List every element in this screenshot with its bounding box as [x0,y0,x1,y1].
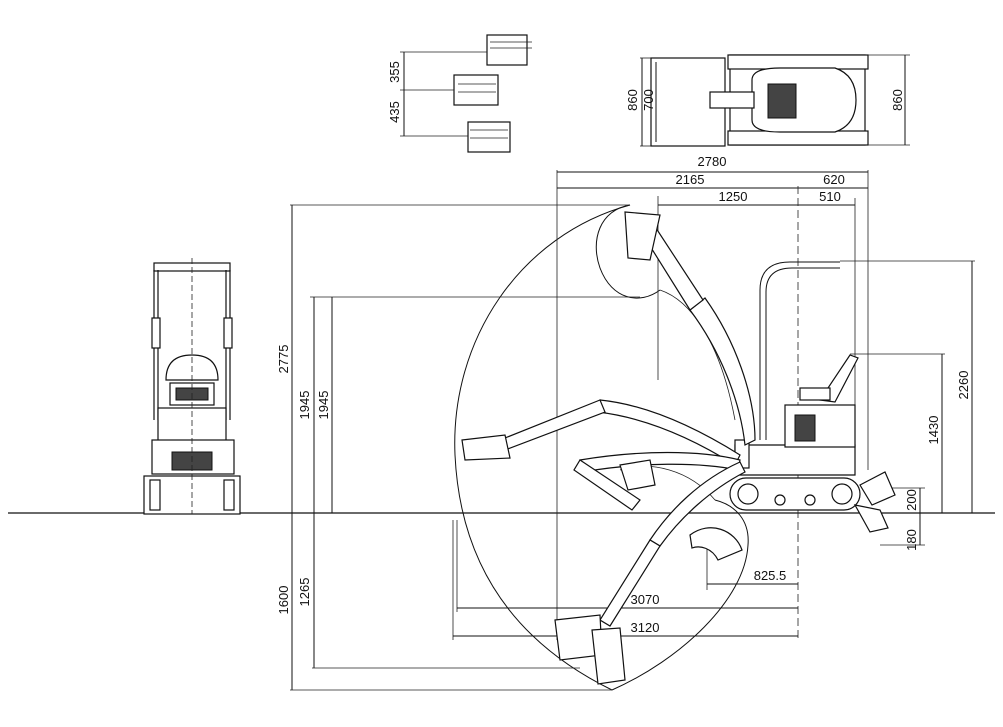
side-view-dimensions: 2780 2165 620 1250 510 2775 1945 1945 16… [276,154,975,691]
dim-700: 700 [641,89,656,111]
dim-3120: 3120 [631,620,660,635]
dim-1265: 1265 [297,578,312,607]
dim-510: 510 [819,189,841,204]
top-view-attachments: 355 435 [387,34,532,153]
dim-2775: 2775 [276,345,291,374]
dim-1600: 1600 [276,586,291,615]
dim-1430: 1430 [926,416,941,445]
dim-1945-b: 1945 [316,391,331,420]
dim-1250: 1250 [719,189,748,204]
dim-355: 355 [387,61,402,83]
dim-825-5: 825.5 [754,568,787,583]
dim-620: 620 [823,172,845,187]
dim-2260: 2260 [956,371,971,400]
dim-2165: 2165 [676,172,705,187]
boom-arm-positions [461,211,756,685]
side-view-machine [729,261,896,533]
dim-435: 435 [387,101,402,123]
dim-1945-a: 1945 [297,391,312,420]
dim-3070: 3070 [631,592,660,607]
dim-860-right: 860 [890,89,905,111]
dim-2780: 2780 [698,154,727,169]
front-view [143,258,241,515]
dim-860-left: 860 [625,89,640,111]
top-view-machine: 860 700 860 [625,54,910,147]
dim-180: 180 [904,529,919,551]
dim-200: 200 [904,489,919,511]
